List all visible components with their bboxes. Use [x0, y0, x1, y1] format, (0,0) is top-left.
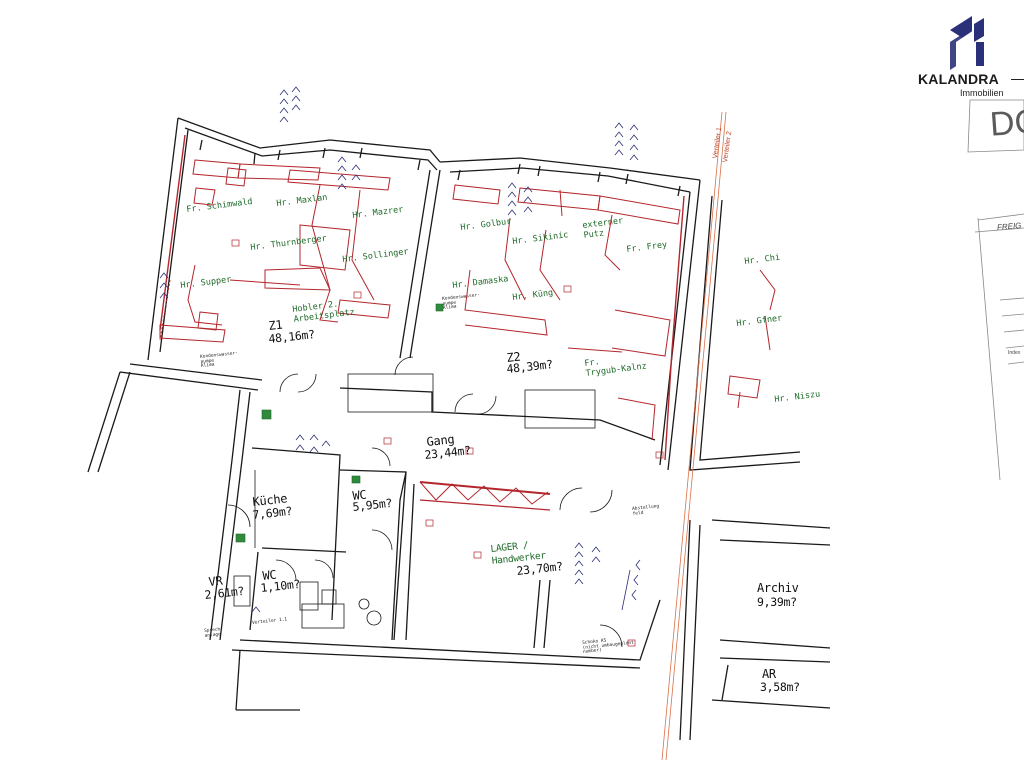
- room-archiv-name: Archiv: [757, 581, 799, 595]
- logo-company-name: KALANDRA: [918, 71, 999, 87]
- structural-details: [233, 373, 596, 629]
- verteiler-lines: [661, 111, 727, 761]
- markers-red: [231, 239, 664, 647]
- room-ar-area: 3,58m?: [760, 680, 800, 694]
- room-ar-name: AR: [762, 667, 776, 681]
- fixtures-green: [235, 303, 444, 543]
- logo-rule: [1011, 79, 1024, 80]
- room-archiv-area: 9,39m?: [757, 595, 797, 609]
- outer-walls: [87, 117, 831, 741]
- furniture: [159, 134, 776, 511]
- kalandra-logo-mark: [950, 16, 984, 70]
- doors: [227, 356, 623, 648]
- logo-subtitle: Immobilien: [960, 88, 1004, 98]
- sheet-index-fragment: Index: [1008, 350, 1021, 356]
- sheet-title-fragment: DG: [988, 102, 1024, 144]
- socket-stacks: [159, 86, 641, 613]
- title-block-fragments: [967, 99, 1024, 481]
